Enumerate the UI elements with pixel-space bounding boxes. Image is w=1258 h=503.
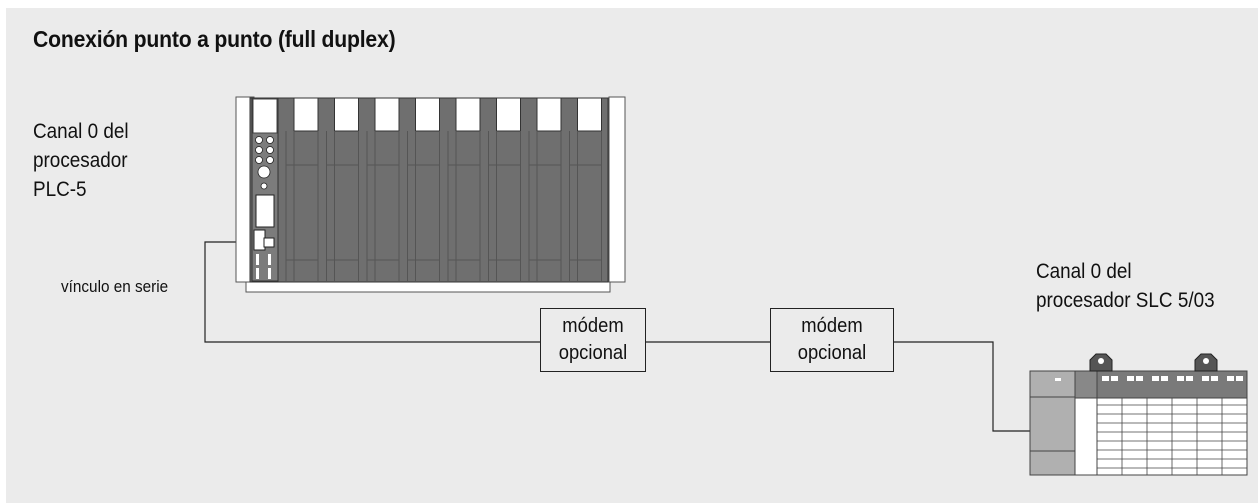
chassis-right-rail (608, 96, 626, 283)
processor-port (253, 229, 266, 251)
modem-right: módem opcional (770, 308, 894, 372)
modem-right-line-2: opcional (797, 342, 867, 364)
slc-terminal-grid (1097, 376, 1248, 475)
processor-leds (255, 136, 274, 190)
slc-chassis (1029, 353, 1248, 476)
slc-label-line-1: Canal 0 del (1036, 260, 1132, 283)
chassis-slot (326, 97, 359, 281)
slc-label-line-2: procesador SLC 5/03 (1036, 289, 1215, 312)
serial-link-label: vínculo en serie (61, 277, 169, 296)
plc5-label-line-1: Canal 0 del (33, 120, 129, 143)
slc-io-header (1096, 370, 1248, 399)
chassis-slot (488, 97, 521, 281)
modem-left-line-2: opcional (558, 342, 628, 364)
modem-left-line-1: módem (562, 315, 624, 337)
processor-top-cover (252, 98, 278, 134)
modem-right-line-1: módem (801, 315, 863, 337)
plc5-label-line-3: PLC-5 (33, 178, 87, 201)
chassis-slot (447, 97, 481, 281)
slc-channel-label: Canal 0 del procesador SLC 5/03 (1036, 257, 1215, 315)
chassis-slot (569, 97, 602, 281)
processor-vents (256, 254, 271, 279)
modem-left: módem opcional (540, 308, 646, 372)
plc5-channel-label: Canal 0 del procesador PLC-5 (33, 117, 129, 204)
chassis-slot (366, 97, 400, 281)
chassis-base (245, 281, 611, 293)
serial-cable (204, 241, 1030, 432)
channel-0-connector (263, 237, 275, 248)
chassis-slot (528, 97, 562, 281)
chassis-slot (407, 97, 440, 281)
slc-power-supply (1029, 370, 1076, 476)
cable-plc-to-modem (204, 241, 540, 343)
chassis-slots (285, 97, 602, 281)
processor-memory-slot (255, 194, 275, 228)
plc5-chassis (235, 96, 626, 293)
diagram-title: Conexión punto a punto (full duplex) (33, 26, 396, 52)
chassis-slot (285, 97, 319, 281)
cable-modem-to-slc (893, 341, 1030, 432)
power-indicator (1055, 378, 1061, 381)
plc5-label-line-2: procesador (33, 149, 128, 172)
